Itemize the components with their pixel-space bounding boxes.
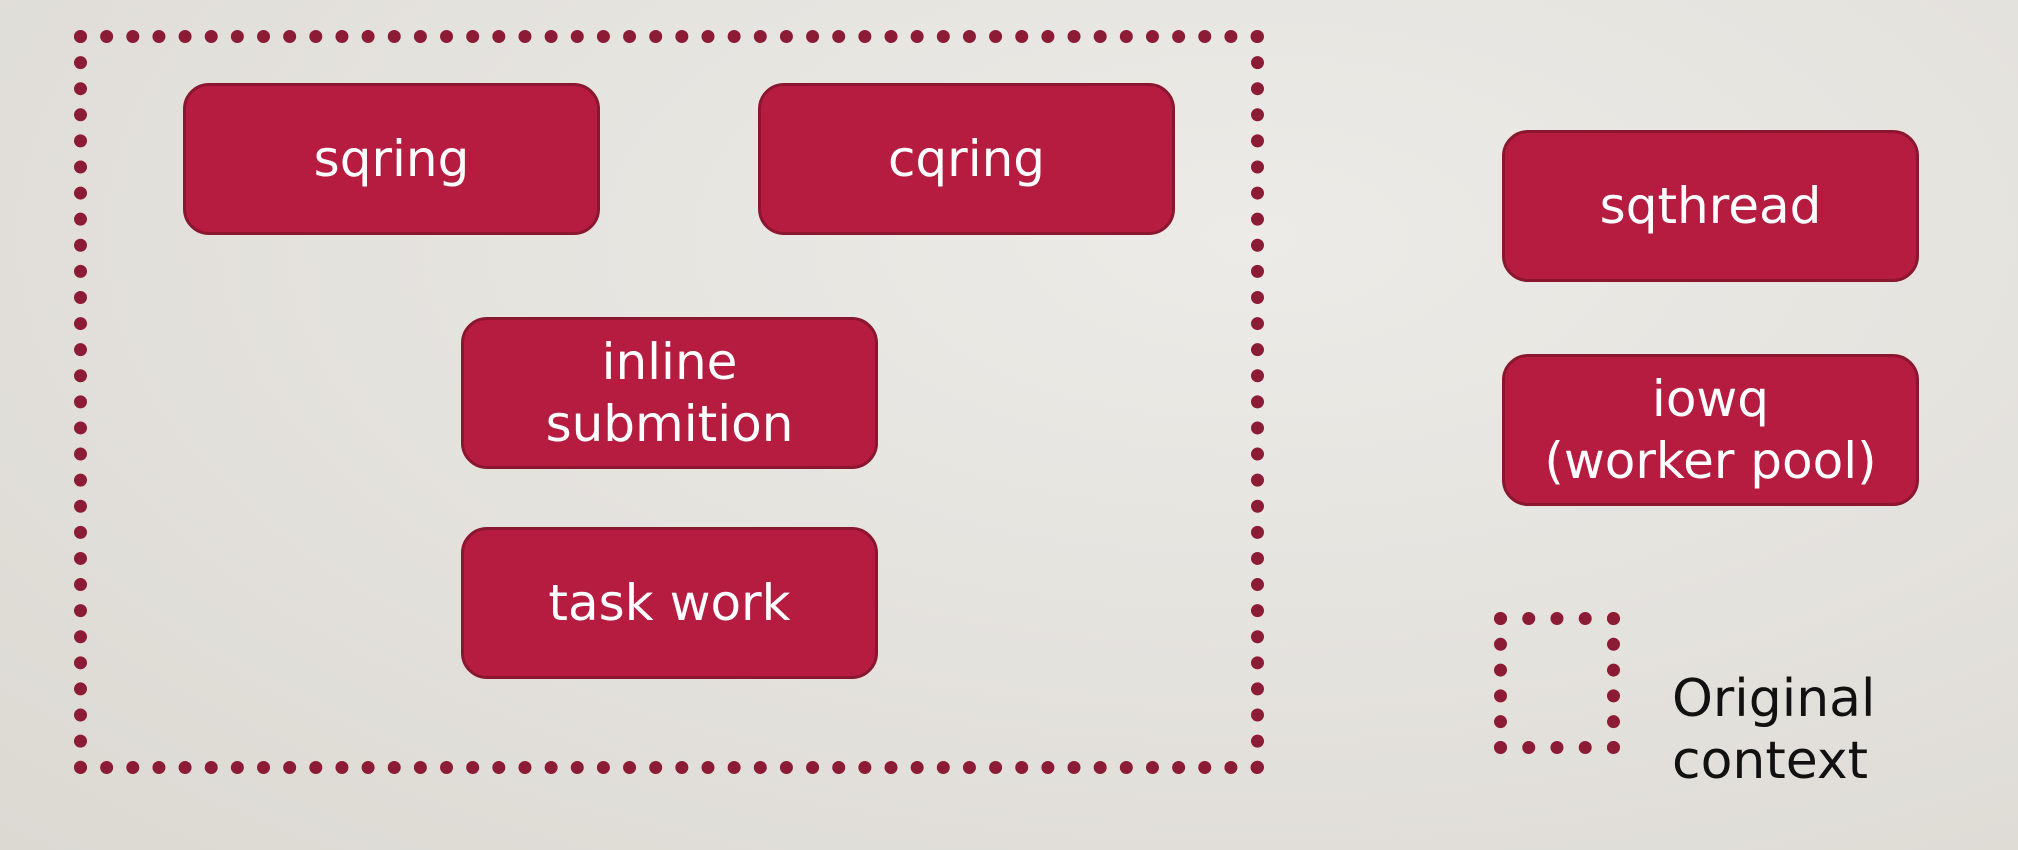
legend-label: Original context	[1672, 669, 1876, 791]
original-context-frame	[74, 30, 1264, 774]
task-work-box: task work	[461, 527, 878, 679]
legend-swatch	[1494, 612, 1620, 754]
sqthread-box: sqthread	[1502, 130, 1919, 282]
inline-submition-box: inline submition	[461, 317, 878, 469]
iowq-box: iowq (worker pool)	[1502, 354, 1919, 506]
cqring-box: cqring	[758, 83, 1175, 235]
sqring-box: sqring	[183, 83, 600, 235]
